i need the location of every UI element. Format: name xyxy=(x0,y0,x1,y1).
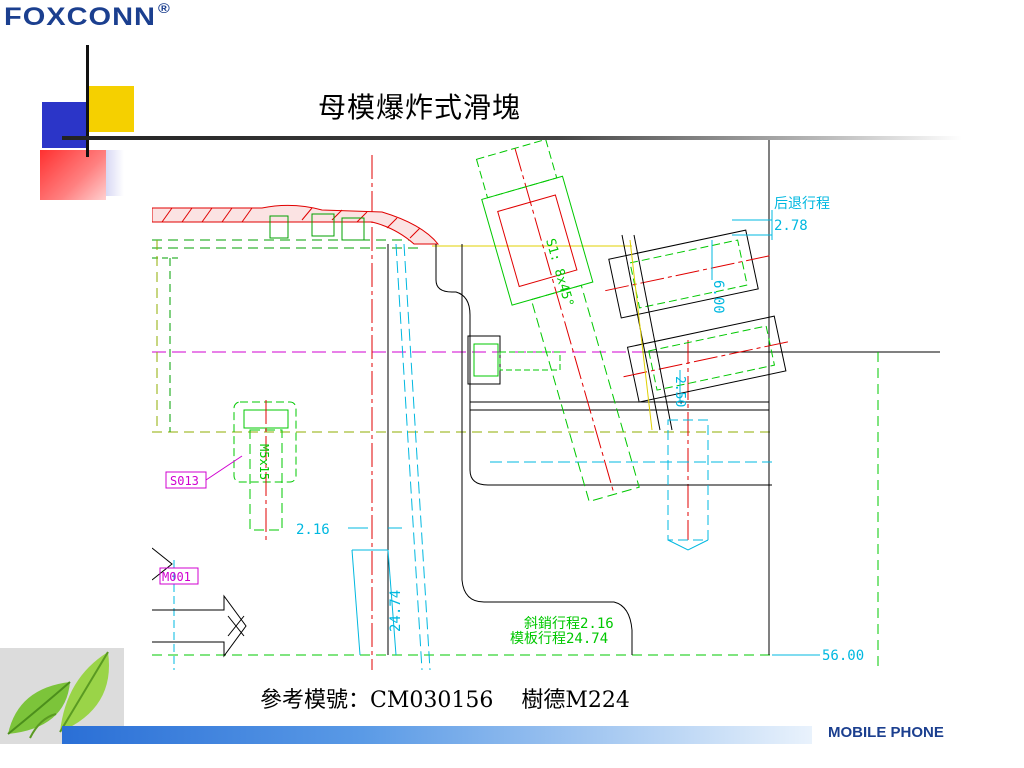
rotated-label-2: M5x15 xyxy=(257,444,271,480)
blue-square xyxy=(42,102,88,148)
dim-24-74: 24.74 xyxy=(388,590,404,632)
registered-mark: ® xyxy=(158,2,171,17)
dim-2-50: 2.50 xyxy=(672,376,687,407)
reference-label: 參考模號： xyxy=(260,688,371,713)
lilac-strip xyxy=(106,150,124,196)
page-title: 母模爆炸式滑塊 xyxy=(318,91,522,124)
dim-2-16: 2.16 xyxy=(296,522,330,538)
reference-value: CM030156 xyxy=(370,688,494,713)
vertical-rule xyxy=(86,45,89,157)
dim-56: 56.00 xyxy=(822,648,864,664)
angle-pin-stroke: 斜銷行程2.16 xyxy=(524,616,614,632)
footer-category: MOBILE PHONE xyxy=(828,724,944,741)
red-square xyxy=(40,150,106,200)
cad-drawing: 后退行程 2.78 2.16 24.74 斜銷行程2.16 模板行程24.74 … xyxy=(152,140,940,670)
retreat-stroke-label: 后退行程 xyxy=(774,196,830,212)
part-m001-label: M001 xyxy=(162,570,191,584)
title-rule xyxy=(62,136,962,140)
logo-text: FOXCONN xyxy=(4,3,156,31)
foxconn-logo: FOXCONN® xyxy=(4,2,171,32)
part-s013-label: S013 xyxy=(170,474,199,488)
yellow-square xyxy=(88,86,134,132)
part-m001-box xyxy=(159,567,199,585)
reference-extra: 樹德M224 xyxy=(521,688,630,713)
retreat-stroke-value: 2.78 xyxy=(774,218,808,234)
dim-6-00: 6.00 xyxy=(710,280,726,314)
footer-bar xyxy=(62,726,812,744)
reference-caption: 參考模號：CM030156 樹德M224 xyxy=(260,682,630,714)
plate-stroke: 模板行程24.74 xyxy=(510,631,608,647)
